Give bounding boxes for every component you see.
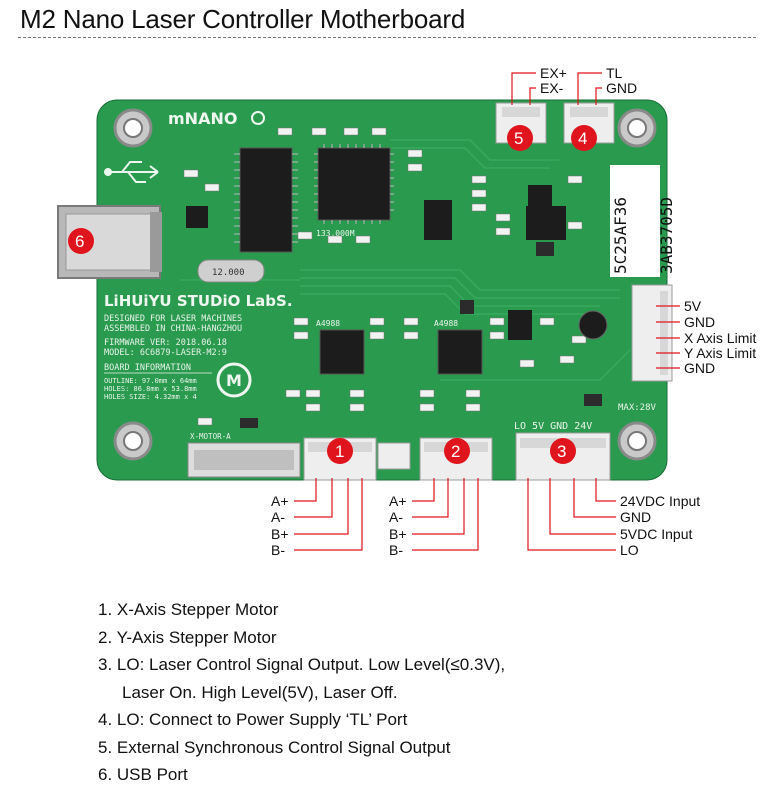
board-info-line: HOLES: 86.8mm x 53.8mm xyxy=(104,385,197,393)
maker-logo: LiHUiYU STUDiO LabS. xyxy=(104,292,293,310)
power-header-label: LO 5V GND 24V xyxy=(514,421,592,432)
connector-jumper xyxy=(377,442,411,470)
label-ex-plus: EX+ xyxy=(540,65,567,81)
board-line: FIRMWARE VER: 2018.06.18 xyxy=(104,338,227,348)
callout-2: 2 xyxy=(444,438,470,464)
label-5vdc: 5VDC Input xyxy=(620,526,692,542)
svg-text:4: 4 xyxy=(578,129,587,148)
label-tl-gnd: GND xyxy=(606,80,637,96)
leader-lines xyxy=(294,72,680,551)
mounting-hole xyxy=(617,108,657,148)
label-gnd: GND xyxy=(684,314,715,330)
motor-header-label: X-MOTOR-A xyxy=(190,432,231,441)
note-item: 4. LO: Connect to Power Supply ‘TL’ Port xyxy=(98,710,408,729)
driver-x-label: A4988 xyxy=(316,319,340,328)
board-line: MODEL: 6C6879-LASER-M2:9 xyxy=(104,348,227,358)
board-line: ASSEMBLED IN CHINA-HANGZHOU xyxy=(104,324,242,334)
label-24vdc: 24VDC Input xyxy=(620,493,700,509)
board-diagram: mNANO 133.000M 12.000 xyxy=(57,65,756,558)
label-motor-y-b-minus: B- xyxy=(389,542,403,558)
board-info-line: HOLES SIZE: 4.32mm x 4 xyxy=(104,393,197,401)
svg-text:3: 3 xyxy=(557,442,566,461)
mounting-hole xyxy=(617,421,657,461)
connector-limit xyxy=(631,284,673,382)
label-motor-x-a-minus: A- xyxy=(271,509,285,525)
note-item: 6. USB Port xyxy=(98,765,188,784)
notes-list: 1. X-Axis Stepper Motor 2. Y-Axis Steppe… xyxy=(98,596,505,789)
crystal-marking: 12.000 xyxy=(212,268,245,278)
id-code-2: 3AB3705D xyxy=(657,197,676,274)
label-x-limit: X Axis Limit xyxy=(684,330,756,346)
label-motor-x-b-minus: B- xyxy=(271,542,285,558)
note-item: 1. X-Axis Stepper Motor xyxy=(98,600,279,619)
label-motor-y-b-plus: B+ xyxy=(389,526,407,542)
usb-icon xyxy=(104,161,159,183)
callout-1: 1 xyxy=(327,438,353,464)
note-item-continued: Laser On. High Level(5V), Laser Off. xyxy=(122,682,398,702)
note-item: 2. Y-Axis Stepper Motor xyxy=(98,627,277,647)
board-line: DESIGNED FOR LASER MACHINES xyxy=(104,314,242,324)
chip-marking: 133.000M xyxy=(316,229,355,238)
label-motor-y-a-plus: A+ xyxy=(389,493,407,509)
label-5v: 5V xyxy=(684,298,702,314)
label-tl: TL xyxy=(606,65,623,81)
mounting-hole xyxy=(113,108,153,148)
label-motor-x-a-plus: A+ xyxy=(271,493,289,509)
label-gnd: GND xyxy=(684,360,715,376)
page-title: M2 Nano Laser Controller Motherboard xyxy=(20,4,466,34)
board-info-line: OUTLINE: 97.0mm x 64mm xyxy=(104,377,197,385)
label-motor-x-b-plus: B+ xyxy=(271,526,289,542)
svg-text:2: 2 xyxy=(451,442,460,461)
title-divider xyxy=(18,37,756,38)
m-logo: M xyxy=(216,362,252,398)
svg-text:M: M xyxy=(226,371,242,390)
board-info-heading: BOARD INFORMATION xyxy=(104,363,191,373)
label-motor-y-a-minus: A- xyxy=(389,509,403,525)
callout-3: 3 xyxy=(550,438,576,464)
callout-6: 6 xyxy=(68,228,94,254)
note-item: 5. External Synchronous Control Signal O… xyxy=(98,737,451,757)
pcb-board: mNANO 133.000M 12.000 xyxy=(96,99,676,481)
callout-5: 5 xyxy=(507,125,533,151)
note-item: 3. LO: Laser Control Signal Output. Low … xyxy=(98,655,506,674)
usb-port xyxy=(57,205,162,279)
driver-y-label: A4988 xyxy=(434,319,458,328)
connector-motor-x-header xyxy=(187,442,301,478)
label-ex-minus: EX- xyxy=(540,80,564,96)
brand-logo: mNANO xyxy=(168,109,237,128)
svg-text:6: 6 xyxy=(75,232,84,251)
label-lo: LO xyxy=(620,542,639,558)
label-power-gnd: GND xyxy=(620,509,651,525)
svg-text:5: 5 xyxy=(514,129,523,148)
max-voltage-label: MAX:28V xyxy=(618,403,657,413)
svg-text:1: 1 xyxy=(335,442,344,461)
mounting-hole xyxy=(113,421,153,461)
label-y-limit: Y Axis Limit xyxy=(684,345,756,361)
id-code-1: 5C25AF36 xyxy=(611,197,630,274)
callout-4: 4 xyxy=(571,125,597,151)
